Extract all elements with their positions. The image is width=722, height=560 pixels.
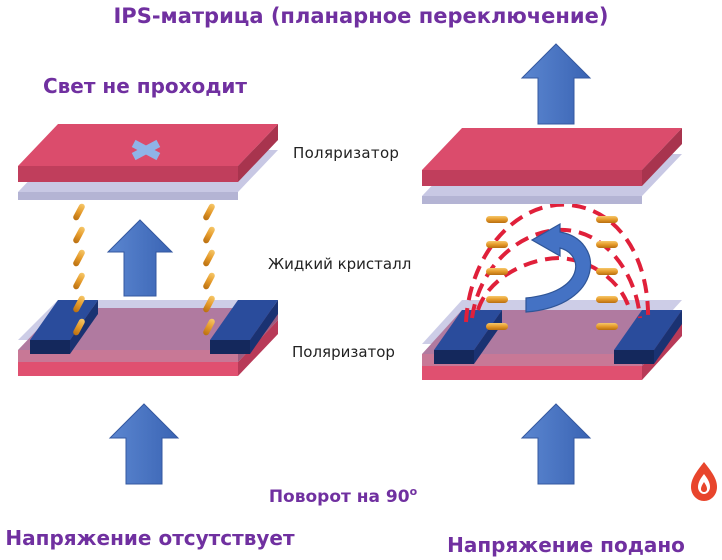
drop-logo-icon [691, 462, 717, 501]
left-panel [18, 124, 278, 485]
right-electrode-right [614, 310, 682, 364]
page-title: IPS-матрица (планарное переключение) [113, 4, 609, 28]
state-off-heading: Свет не проходит [42, 74, 248, 98]
state-off-caption: Напряжение отсутствует [5, 526, 295, 550]
left-electrode-left [30, 300, 98, 354]
left-electrode-right [210, 300, 278, 354]
label-polarizer-bottom: Поляризатор [292, 343, 395, 361]
cross-icon [131, 139, 161, 161]
right-top-polarizer [422, 128, 682, 204]
left-bottom-up-arrow-icon [108, 403, 180, 485]
right-top-up-arrow-icon [520, 43, 592, 125]
right-bottom-up-arrow-icon [520, 403, 592, 485]
label-liquid-crystal: Жидкий кристалл [268, 255, 412, 273]
label-polarizer-top: Поляризатор [293, 144, 400, 162]
state-on-caption: Напряжение подано [447, 533, 685, 557]
left-top-polarizer [18, 124, 278, 200]
curved-arrow-icon [525, 222, 592, 313]
rotation-degree: о [409, 485, 418, 498]
rotation-caption: Поворот на 90о [218, 485, 468, 507]
electric-field-lines [464, 202, 651, 323]
right-panel [422, 43, 682, 485]
left-inner-up-arrow-icon [106, 219, 174, 297]
rotation-text: Поворот на 90 [268, 487, 410, 507]
